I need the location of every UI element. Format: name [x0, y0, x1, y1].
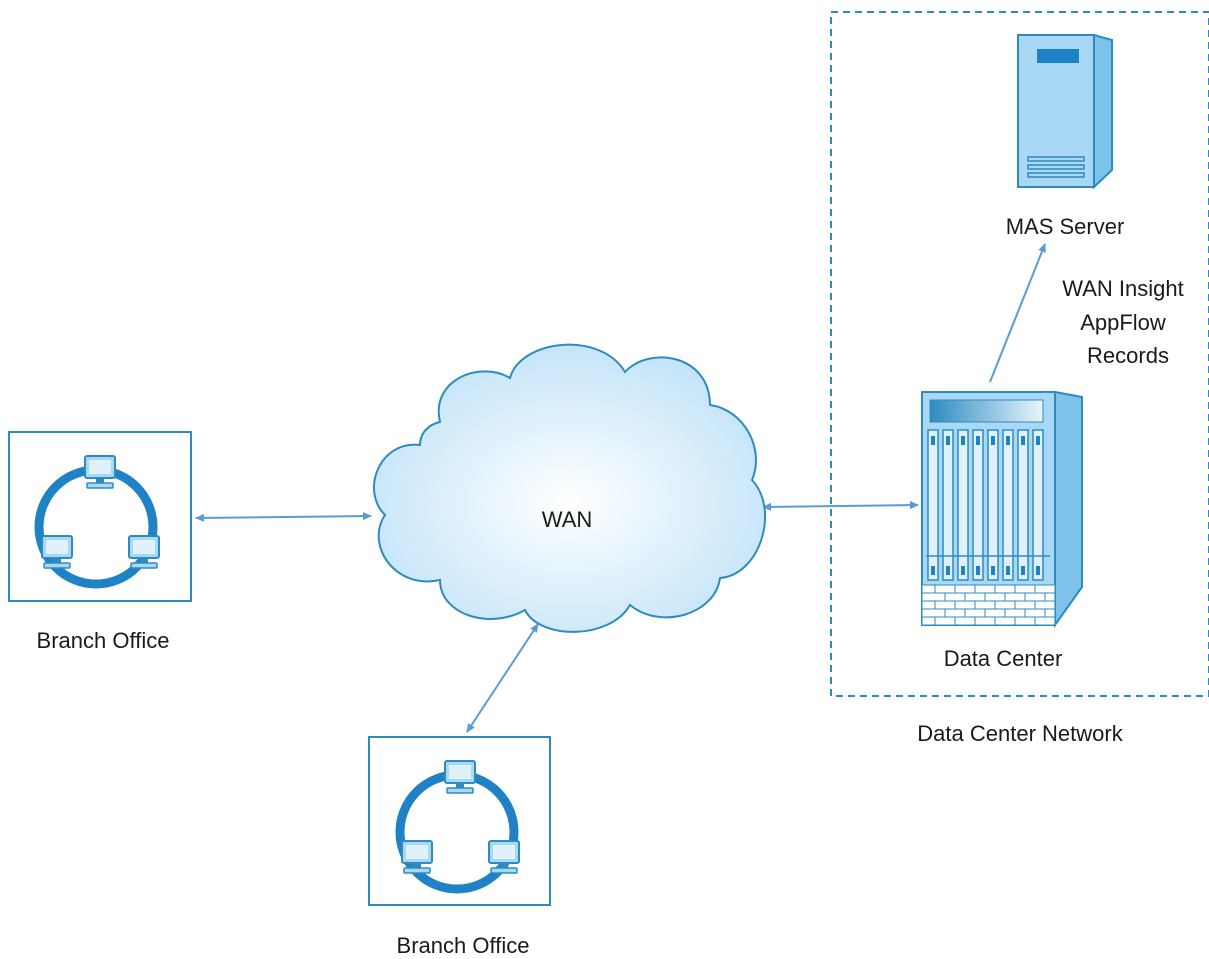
branch-office-bottom: [368, 736, 551, 906]
mas-server-icon: [1017, 33, 1113, 190]
data-center-label: Data Center: [943, 646, 1063, 671]
branch-office-left: [8, 431, 192, 602]
branch-office-left-label: Branch Office: [36, 628, 170, 653]
data-center-network-label: Data Center Network: [917, 721, 1123, 746]
wan-to-data-center-link: [762, 501, 919, 511]
computer-icon: [444, 760, 476, 794]
appflow-label-line1: WAN Insight: [1062, 276, 1184, 301]
mas-server-label: MAS Server: [1005, 214, 1125, 239]
computer-icon: [128, 535, 160, 569]
computer-icon: [41, 535, 73, 569]
appflow-label-line3: Records: [1087, 343, 1169, 368]
branch-office-bottom-label: Branch Office: [396, 933, 530, 958]
computer-icon: [488, 840, 520, 874]
branch-left-to-wan-link: [195, 512, 372, 522]
wan-label: WAN: [541, 507, 593, 532]
computer-icon: [401, 840, 433, 874]
wan-to-branch-bottom-link: [466, 623, 539, 733]
computer-icon: [84, 455, 116, 489]
appflow-label-line2: AppFlow: [1080, 310, 1166, 335]
data-center-network-boundary: [830, 11, 1209, 697]
data-center-to-mas-link: [989, 243, 1046, 383]
data-center-rack-icon: [921, 390, 1083, 629]
wan-cloud: [373, 343, 767, 633]
